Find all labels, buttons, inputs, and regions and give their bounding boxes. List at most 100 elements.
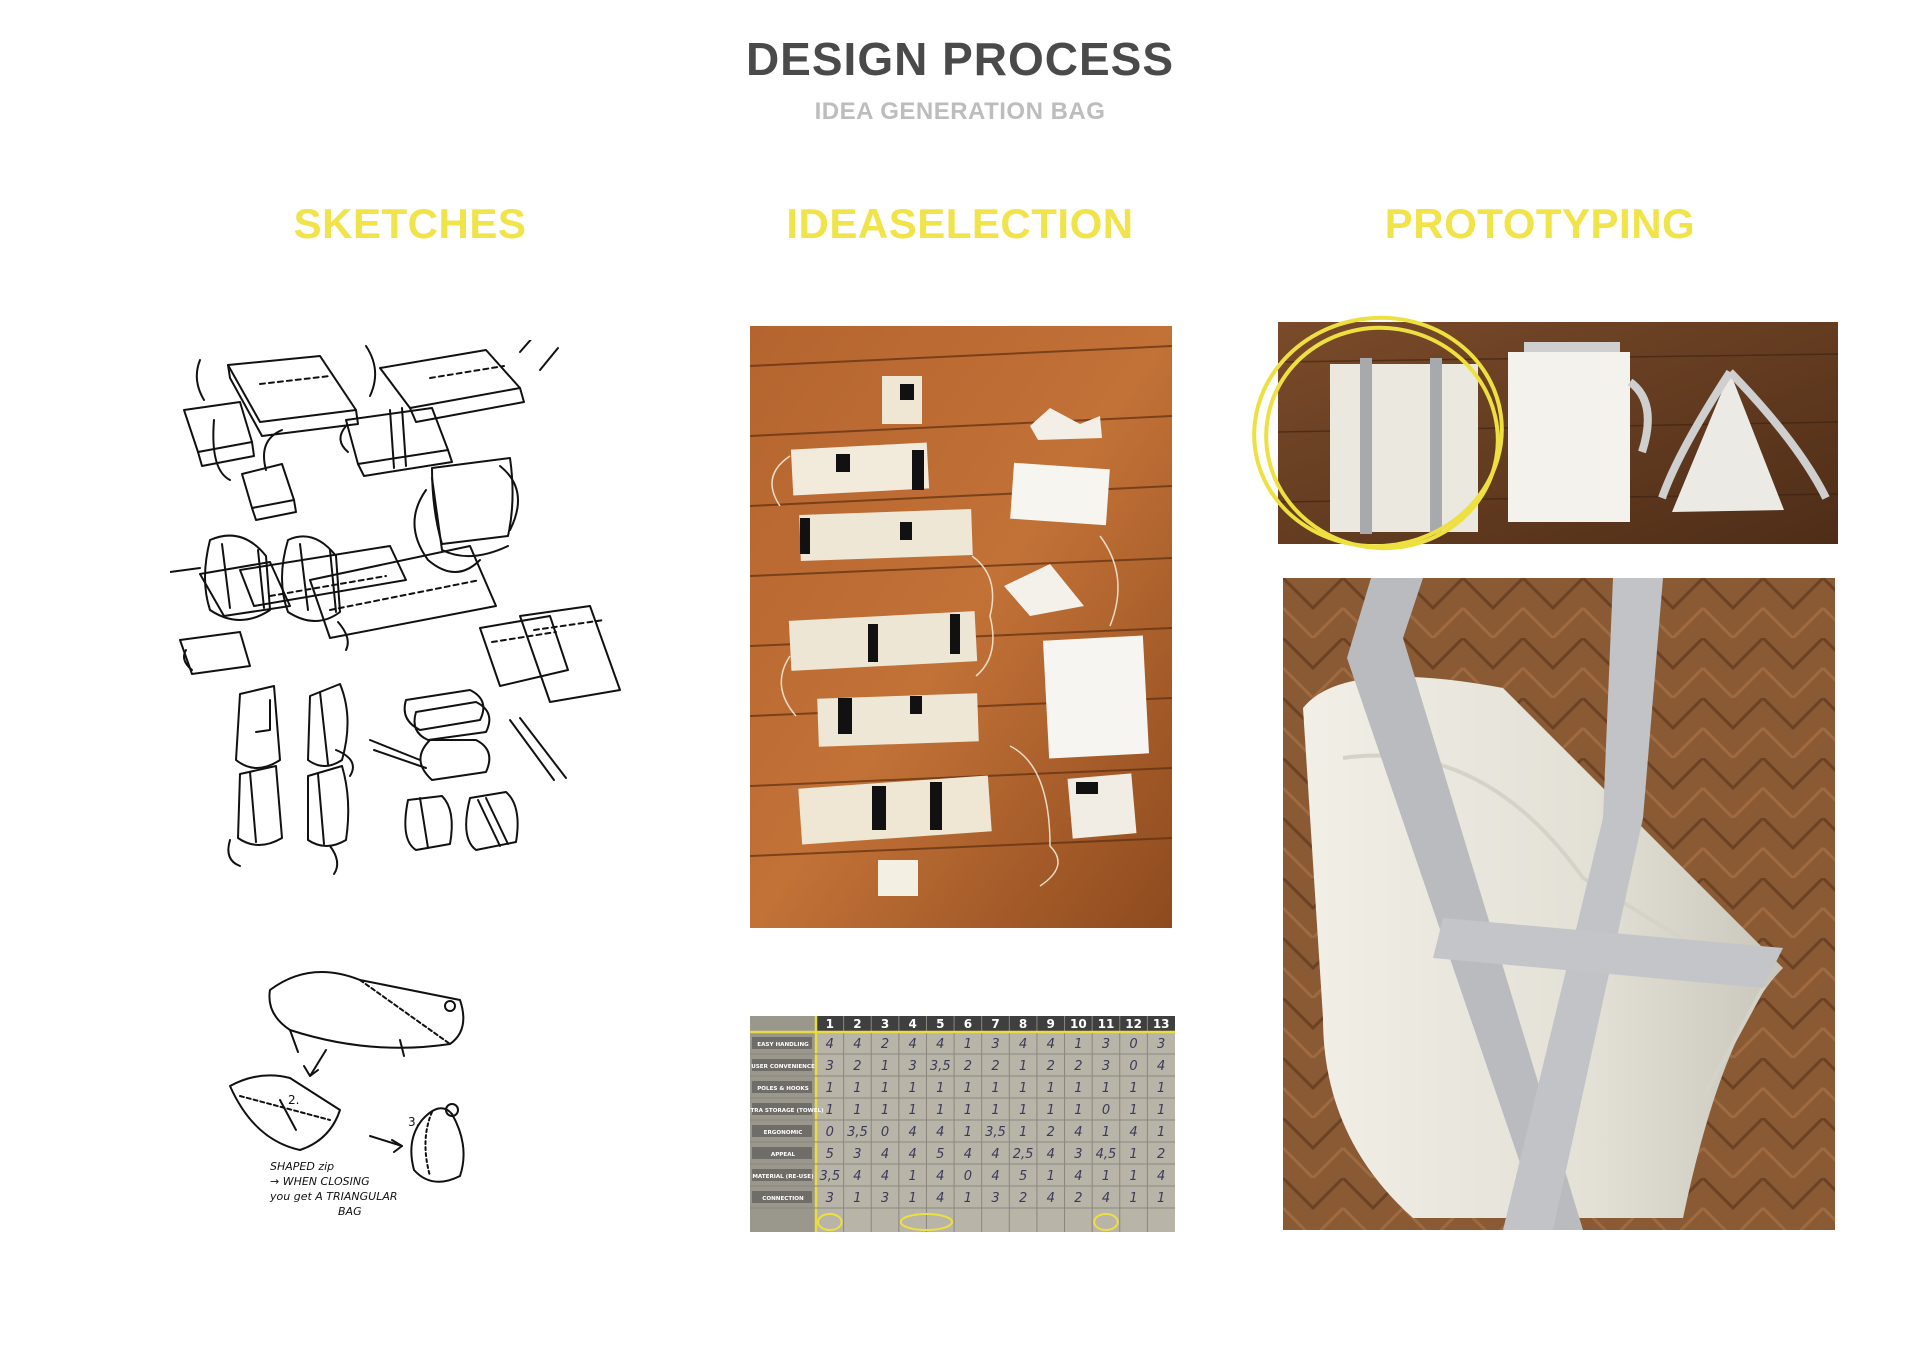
table-cell: 0 <box>1129 1059 1137 1074</box>
table-column-header: 1 <box>826 1017 834 1031</box>
table-cell: 3 <box>853 1147 861 1162</box>
table-row-label: ERGONOMIC <box>764 1130 803 1136</box>
table-cell: 5 <box>936 1147 944 1162</box>
table-cell: 5 <box>826 1147 834 1162</box>
table-cell: 1 <box>1074 1037 1082 1052</box>
table-cell: 4 <box>936 1125 944 1140</box>
prototyping-heading: PROTOTYPING <box>1384 200 1696 247</box>
table-column-header: 9 <box>1047 1017 1055 1031</box>
table-cell: 1 <box>1129 1081 1137 1096</box>
table-cell: 4 <box>853 1037 861 1052</box>
table-cell: 1 <box>1102 1081 1110 1096</box>
table-cell: 4 <box>964 1147 972 1162</box>
sketch-group-middle-right <box>369 605 621 851</box>
table-cell: 3 <box>1102 1037 1110 1052</box>
table-cell: 3 <box>826 1059 834 1074</box>
table-cell: 4 <box>881 1169 889 1184</box>
table-cell: 1 <box>1019 1081 1027 1096</box>
table-cell: 4 <box>936 1169 944 1184</box>
table-cell: 1 <box>853 1081 861 1096</box>
table-highlight-circle <box>1093 1213 1119 1231</box>
table-row-label-bg <box>752 1147 812 1159</box>
table-cell: 1 <box>1019 1103 1027 1118</box>
table-cell: 0 <box>1102 1103 1110 1118</box>
table-row-label-bg <box>752 1037 812 1049</box>
sketch-group-middle-left <box>170 545 497 875</box>
table-cell: 1 <box>1019 1125 1027 1140</box>
table-cell: 4 <box>991 1147 999 1162</box>
page-title: DESIGN PROCESS <box>745 33 1175 85</box>
table-cell: 1 <box>936 1081 944 1096</box>
table-cell: 4,5 <box>1096 1147 1117 1162</box>
sketch-note-line-2: → WHEN CLOSING <box>270 1175 370 1188</box>
sketches-drawing: 2. 3. SHAPED zip → WHEN CLOSING you get … <box>170 340 660 1240</box>
table-row-label: POLES & HOOKS <box>757 1086 809 1092</box>
hanging-bag-photo <box>1283 578 1835 1230</box>
table-header-band <box>750 1016 1175 1032</box>
table-cell: 4 <box>1102 1191 1110 1206</box>
table-cell: 1 <box>964 1125 972 1140</box>
table-cell: 1 <box>964 1037 972 1052</box>
table-cell: 3,5 <box>847 1125 868 1140</box>
table-cell: 1 <box>1129 1147 1137 1162</box>
ideaselection-heading: IDEASELECTION <box>786 200 1134 247</box>
table-column-header: 5 <box>936 1017 944 1031</box>
table-cell: 2 <box>1047 1059 1055 1074</box>
table-cell: 1 <box>936 1103 944 1118</box>
table-cell: 4 <box>909 1147 917 1162</box>
sketch-note-line-4: BAG <box>338 1205 362 1218</box>
table-row-label-bg <box>752 1103 812 1115</box>
table-cell: 4 <box>909 1125 917 1140</box>
highlight-circle <box>1248 304 1528 564</box>
table-cell: 1 <box>1047 1103 1055 1118</box>
table-cell: 1 <box>909 1169 917 1184</box>
table-row-label: CONNECTION <box>762 1196 804 1202</box>
table-row-label: MATERIAL (RE-USE) <box>752 1174 814 1180</box>
table-highlight-circle <box>899 1213 954 1231</box>
table-cell: 0 <box>1129 1037 1137 1052</box>
table-row-label: EXTRA STORAGE (TOWEL) <box>750 1108 824 1114</box>
table-cell: 3 <box>909 1059 917 1074</box>
table-cell: 1 <box>991 1081 999 1096</box>
table-column-header: 7 <box>991 1017 999 1031</box>
table-row-label: USER CONVENIENCE <box>751 1064 815 1070</box>
table-cell: 2 <box>1157 1147 1165 1162</box>
table-cell: 4 <box>881 1147 889 1162</box>
table-cell: 1 <box>881 1081 889 1096</box>
table-cell: 1 <box>853 1103 861 1118</box>
table-cell: 2 <box>881 1037 889 1052</box>
table-cell: 1 <box>1047 1081 1055 1096</box>
table-cell: 3,5 <box>930 1059 951 1074</box>
table-cell: 4 <box>1047 1191 1055 1206</box>
table-cell: 2,5 <box>1013 1147 1034 1162</box>
table-cell: 3 <box>826 1191 834 1206</box>
table-column-header: 12 <box>1125 1017 1142 1031</box>
table-row-label-bg <box>752 1169 812 1181</box>
table-cell: 2 <box>853 1059 861 1074</box>
table-cell: 3,5 <box>985 1125 1006 1140</box>
table-cell: 4 <box>991 1169 999 1184</box>
table-cell: 1 <box>881 1103 889 1118</box>
table-cell: 1 <box>826 1081 834 1096</box>
table-cell: 2 <box>1074 1059 1082 1074</box>
table-cell: 1 <box>1157 1125 1165 1140</box>
table-cell: 1 <box>964 1081 972 1096</box>
table-cell: 4 <box>1019 1037 1027 1052</box>
table-cell: 4 <box>1074 1125 1082 1140</box>
sketch-step-2: 2. <box>288 1093 299 1107</box>
table-cell: 1 <box>1129 1169 1137 1184</box>
sketches-heading: SKETCHES <box>293 200 527 247</box>
table-cell: 0 <box>881 1125 889 1140</box>
table-cell: 4 <box>1074 1169 1082 1184</box>
table-cell: 1 <box>909 1081 917 1096</box>
table-row-label: EASY HANDLING <box>757 1042 809 1048</box>
table-cell: 3 <box>881 1191 889 1206</box>
table-cell: 4 <box>909 1037 917 1052</box>
table-cell: 2 <box>1074 1191 1082 1206</box>
table-cell: 3 <box>1157 1037 1165 1052</box>
table-cell: 4 <box>936 1191 944 1206</box>
prototype-bag-2 <box>1508 342 1652 522</box>
table-cell: 4 <box>826 1037 834 1052</box>
table-cell: 0 <box>826 1125 834 1140</box>
